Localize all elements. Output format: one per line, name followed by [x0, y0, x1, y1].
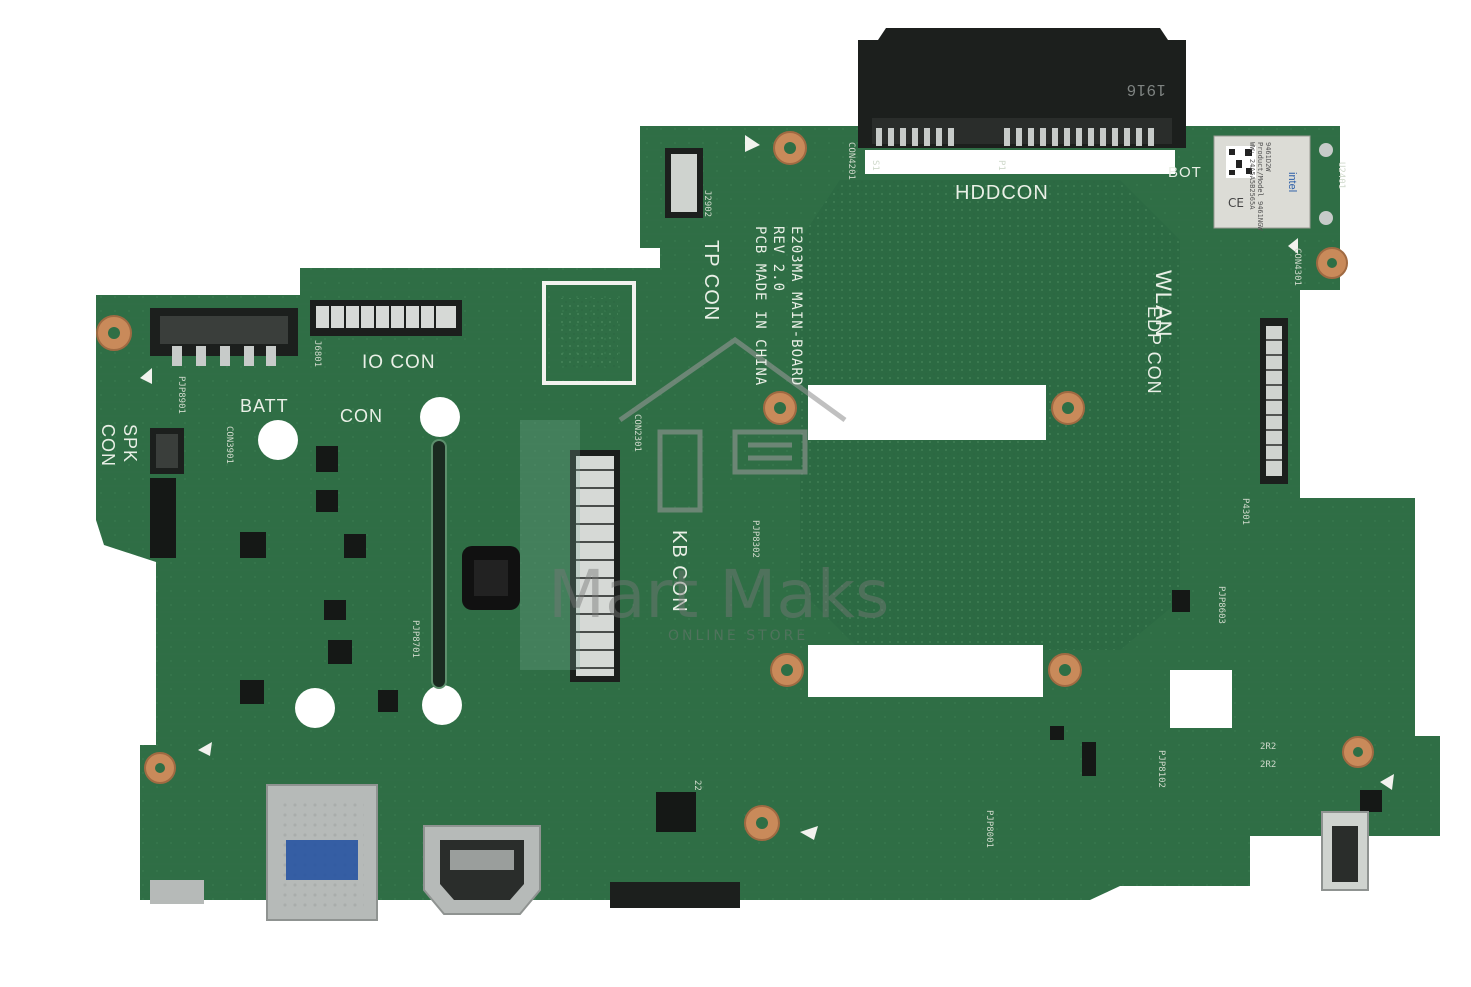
refdes-pjp8001: PJP8001: [984, 810, 994, 848]
usb-port: [266, 784, 378, 921]
board-slot: [431, 439, 447, 689]
triangle-marker-icon: [140, 135, 1394, 840]
screw-pads: [96, 131, 1374, 841]
refdes-pjp8302: PJP8302: [750, 520, 760, 558]
wifi-line3: WW: 24A5A5B2565A: [1248, 142, 1256, 210]
label-sticker-bottom: [808, 645, 1043, 697]
hole: [422, 685, 462, 725]
wifi-line2: Product/Model 9461NGW: [1256, 142, 1264, 231]
refdes-2r2-b: 2R2: [1260, 760, 1277, 770]
hole: [295, 688, 335, 728]
refdes-22: 22: [692, 780, 702, 791]
edp-con-label: EDP CON: [1144, 306, 1164, 395]
left-bottom-connector: [150, 880, 204, 904]
emmc-footprint: [542, 281, 636, 385]
wifi-brand-label: intel: [1286, 172, 1298, 193]
spk-con-label: CON: [98, 424, 118, 467]
refdes-con4301: CON4301: [1292, 248, 1302, 286]
wlan-module: [1213, 135, 1340, 230]
small-ics: [150, 446, 1382, 832]
speaker-connector: [150, 428, 184, 474]
bot-label: BOT: [1168, 164, 1202, 181]
refdes-j2902: J2902: [702, 190, 712, 218]
io-con-label: IO CON: [362, 352, 436, 373]
label-sticker-top: [808, 385, 1046, 440]
spk-label: SPK: [120, 424, 140, 464]
hddcon-label: HDDCON: [955, 182, 1049, 204]
hole: [420, 397, 460, 437]
board-rev-label: REV 2.0: [770, 226, 786, 293]
refdes-con4201: CON4201: [846, 142, 856, 180]
bottom-connector: [610, 882, 740, 908]
wifi-line1: 9461D2W: [1264, 142, 1272, 172]
board-origin-label: PCB MADE IN CHINA: [752, 226, 768, 387]
tp-con-label: TP CON: [700, 240, 722, 322]
label-sticker-small: [1170, 670, 1232, 728]
hdmi-port: [423, 825, 541, 915]
refdes-2r2-a: 2R2: [1260, 742, 1277, 752]
io-connector: [310, 300, 462, 336]
audio-jack: [1321, 811, 1369, 891]
edp-connector: [1260, 318, 1288, 484]
refdes-j6801: J6801: [312, 340, 322, 368]
house-logo-icon: [618, 336, 847, 513]
watermark-subtext: ONLINE STORE: [668, 628, 809, 644]
refdes-pjp8603: PJP8603: [1216, 586, 1226, 624]
refdes-p1: P1: [996, 160, 1006, 171]
tape: [520, 420, 580, 670]
refdes-pjp8901: PJP8901: [176, 376, 186, 414]
batt-con-label: CON: [340, 406, 383, 426]
refdes-s1: S1: [870, 160, 880, 171]
refdes-p4301: P4301: [1240, 498, 1250, 526]
refdes-pjp8102: PJP8102: [1156, 750, 1166, 788]
refdes-con3901: CON3901: [224, 426, 234, 464]
tp-connector: [665, 148, 703, 218]
refdes-pjp8701: PJP8701: [410, 620, 420, 658]
refdes-con2301: CON2301: [632, 414, 642, 452]
hdd-code-label: 1916: [1126, 81, 1166, 98]
board-name-label: E203MA MAIN-BOARD: [788, 226, 804, 387]
refdes-u2401: U2401: [1336, 162, 1346, 190]
ce-mark-icon: CE: [1228, 196, 1244, 210]
watermark-text: Mart Maks: [548, 556, 890, 633]
hole: [258, 420, 298, 460]
batt-label: BATT: [240, 396, 289, 416]
hdd-connector: [858, 28, 1186, 174]
kb-connector: [570, 450, 620, 682]
battery-connector: [150, 308, 298, 366]
